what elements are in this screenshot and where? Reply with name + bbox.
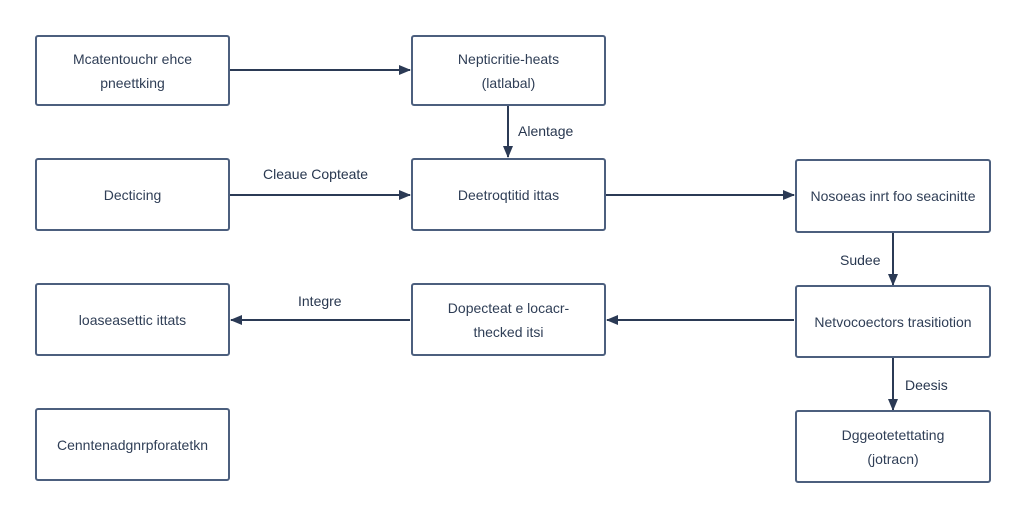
node-top-center-line1: Nepticritie-heats xyxy=(457,50,560,67)
node-row3-left[interactable]: loaseasettic ittats xyxy=(35,283,230,356)
node-bottom-right-line2: (jotracn) xyxy=(867,450,919,467)
node-top-left-line1: Mcatentouchr ehce xyxy=(72,50,193,67)
node-mid-right-line1: Nosoeas inrt foo seacinitte xyxy=(810,188,976,204)
node-bottom-right[interactable]: Dggeotetettating (jotracn) xyxy=(795,410,991,483)
node-row3-center-line2: thecked itsi xyxy=(473,323,544,340)
node-row3-right[interactable]: Netvocoectors trasitiotion xyxy=(795,285,991,358)
node-bottom-left[interactable]: Cenntenadgnrpforatetkn xyxy=(35,408,230,481)
edge-label-sudee: Sudee xyxy=(840,252,881,268)
node-row3-center-line1: Dopecteat e locacr- xyxy=(447,299,570,316)
node-top-center[interactable]: Nepticritie-heats (latlabal) xyxy=(411,35,606,106)
node-row3-right-line1: Netvocoectors trasitiotion xyxy=(814,313,972,330)
node-top-left[interactable]: Mcatentouchr ehce pneettking xyxy=(35,35,230,106)
node-row3-left-line1: loaseasettic ittats xyxy=(78,311,187,328)
node-bottom-right-line1: Dggeotetettating xyxy=(841,426,945,443)
node-mid-center[interactable]: Deetroqtitid ittas xyxy=(411,158,606,231)
edge-label-deesis: Deesis xyxy=(905,377,948,393)
node-mid-left-line1: Decticing xyxy=(103,186,162,203)
node-mid-center-line1: Deetroqtitid ittas xyxy=(457,186,560,203)
node-mid-right[interactable]: Nosoeas inrt foo seacinitte xyxy=(795,159,991,233)
node-bottom-left-line1: Cenntenadgnrpforatetkn xyxy=(57,436,208,453)
node-top-center-line2: (latlabal) xyxy=(481,74,536,91)
edge-label-integre: Integre xyxy=(298,293,342,309)
edge-label-cleaue-copteate: Cleaue Copteate xyxy=(263,166,369,182)
node-mid-left[interactable]: Decticing xyxy=(35,158,230,231)
edge-label-alentage: Alentage xyxy=(518,123,574,139)
node-top-left-line2: pneettking xyxy=(100,74,165,91)
node-row3-center[interactable]: Dopecteat e locacr- thecked itsi xyxy=(411,283,606,356)
